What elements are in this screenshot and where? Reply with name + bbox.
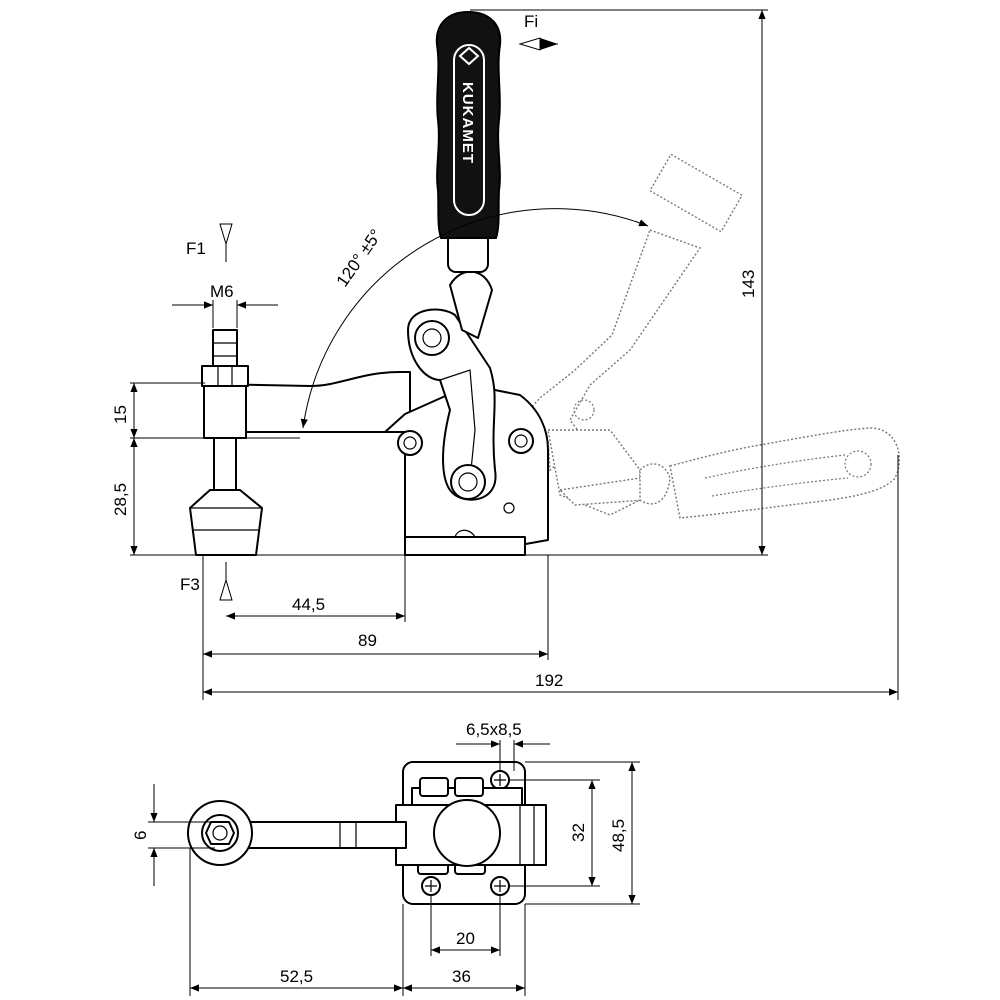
dim-28-5: 28,5 [111, 483, 130, 516]
force-bottom-label: F3 [180, 575, 200, 594]
top-spindle [187, 800, 253, 866]
dim-48-5: 48,5 [609, 819, 628, 852]
pivot-bolt-rear [508, 428, 534, 454]
mounting-holes [421, 770, 510, 896]
thread-label: M6 [210, 282, 234, 301]
dim-192: 192 [535, 671, 563, 690]
dim-52-5: 52,5 [280, 967, 313, 986]
force-handle-label: Fi [524, 12, 538, 31]
force-arrow-bottom [219, 562, 233, 601]
dim-6: 6 [131, 831, 150, 840]
clamping-spindle [189, 329, 263, 556]
dim-20: 20 [456, 929, 475, 948]
base-plate [404, 536, 526, 556]
dim-89: 89 [358, 631, 377, 650]
side-view: KUKAMET 120° ±5° F1 F3 Fi M6 [111, 9, 901, 700]
swing-angle-arc [300, 208, 649, 429]
dim-36: 36 [452, 967, 471, 986]
dim-15: 15 [111, 405, 130, 424]
force-top-label: F1 [186, 239, 206, 258]
open-handle-outline [518, 153, 901, 519]
dim-32: 32 [569, 823, 588, 842]
top-handle-knob [433, 799, 501, 867]
force-arrow-top [219, 223, 233, 262]
pivot-bolt-front [397, 430, 423, 456]
dim-143: 143 [739, 270, 758, 298]
force-arrow-handle [518, 37, 558, 51]
dim-slot: 6,5x8,5 [466, 720, 522, 739]
handle-brand: KUKAMET [459, 82, 476, 164]
top-view: 6,5x8,5 32 48,5 6 20 52,5 36 [131, 720, 640, 996]
dim-44-5: 44,5 [292, 595, 325, 614]
top-arm [229, 821, 407, 849]
